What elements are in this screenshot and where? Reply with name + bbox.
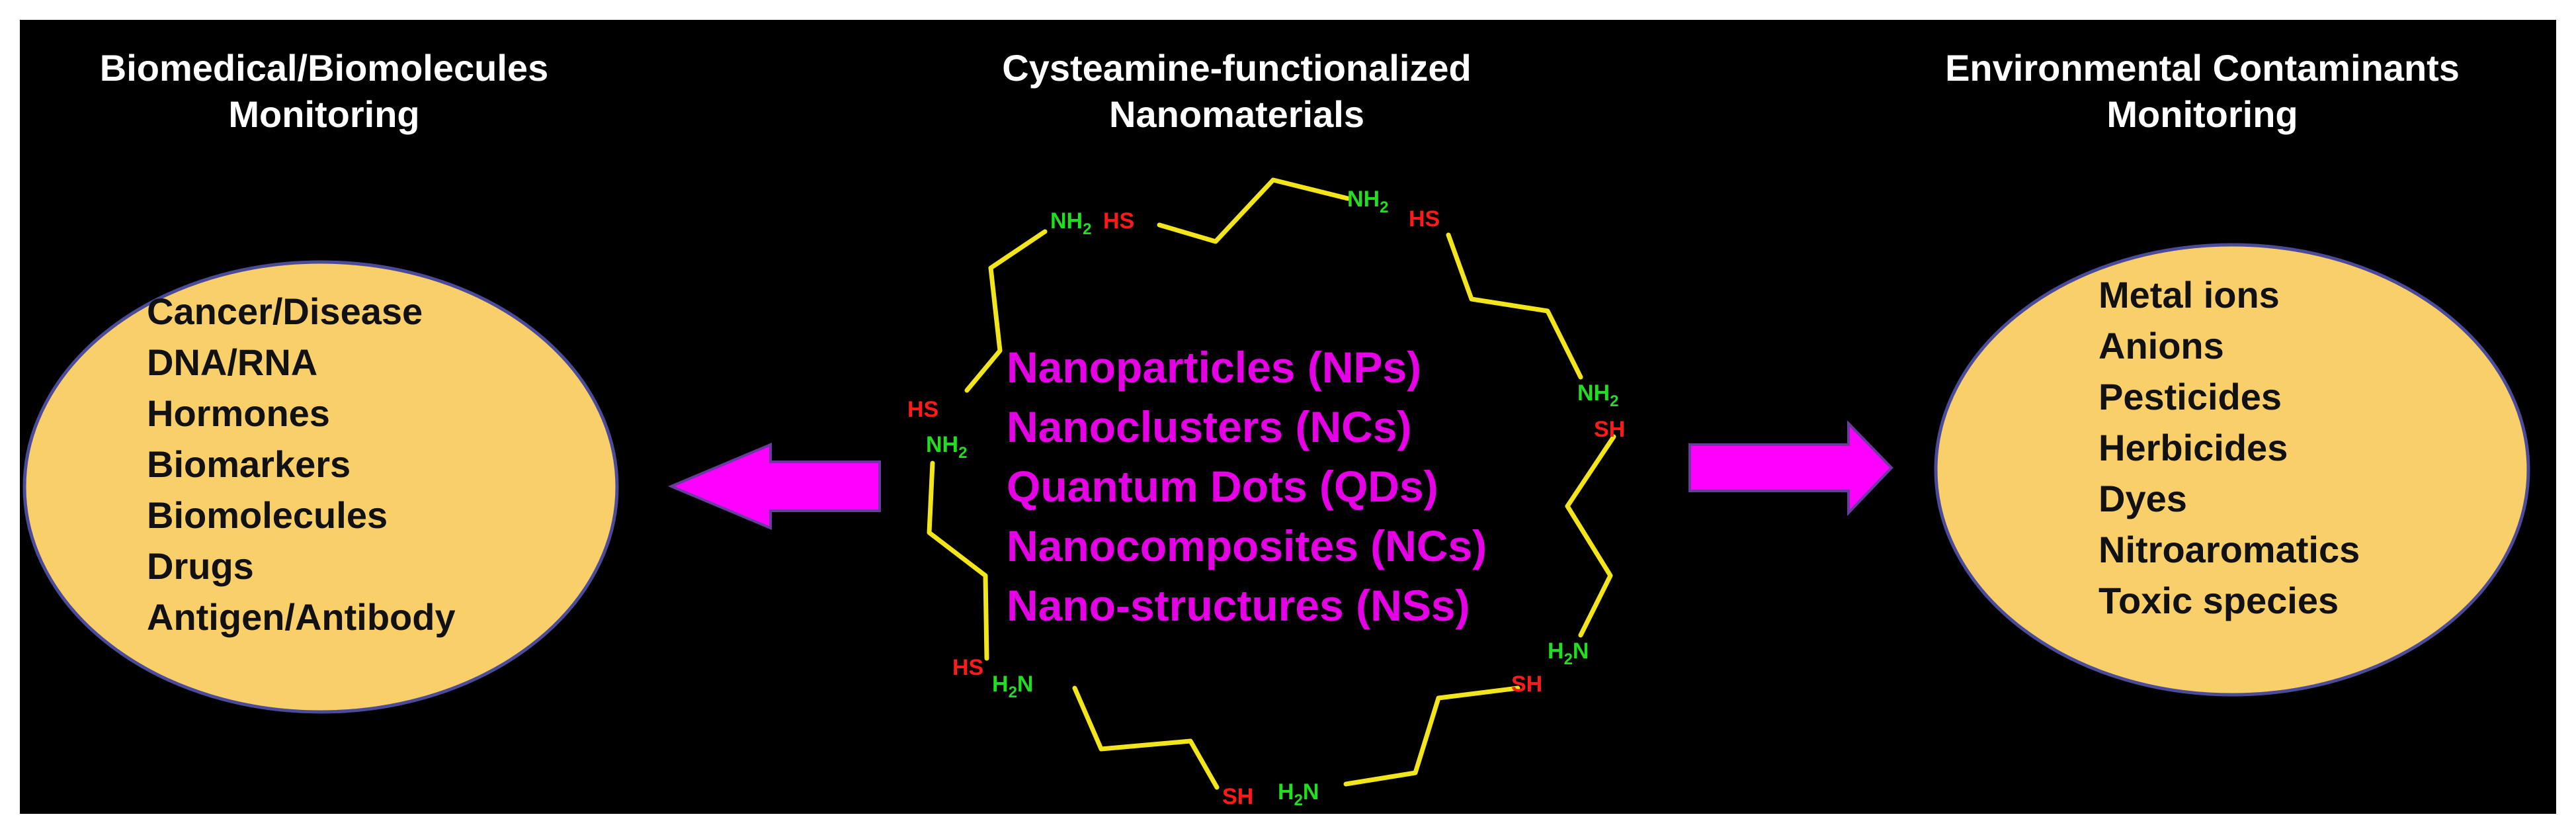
thiol-label: SH: [1511, 672, 1542, 697]
amine-label: NH2: [1577, 380, 1618, 410]
nanomaterial-item: Quantum Dots (QDs): [1007, 462, 1438, 511]
functional-groups: NH2 HS NH2 HS NH2 SH HS NH2 H2N SH HS H2…: [907, 187, 1625, 809]
amine-label: H2N: [1278, 779, 1319, 809]
center-heading-line-2: Nanomaterials: [1109, 93, 1364, 135]
thiol-label: SH: [1222, 784, 1253, 809]
right-list-item: Metal ions: [2098, 274, 2280, 316]
left-list-item: DNA/RNA: [147, 341, 317, 383]
right-heading-line-1: Environmental Contaminants: [1945, 47, 2460, 89]
right-list-item: Toxic species: [2098, 580, 2339, 621]
chain-bottom-right: [1343, 685, 1520, 787]
left-arrow: [667, 442, 881, 531]
amine-label: H2N: [992, 672, 1033, 701]
chain-right: [1565, 434, 1616, 638]
right-ellipse: [1934, 243, 2530, 697]
nanomaterial-item: Nanoclusters (NCs): [1007, 402, 1411, 451]
left-heading-line-2: Monitoring: [228, 93, 420, 135]
thiol-label: HS: [1409, 206, 1440, 232]
thiol-label: SH: [1594, 417, 1625, 442]
left-list-item: Biomarkers: [147, 443, 351, 485]
amine-label: NH2: [1347, 187, 1388, 216]
right-heading-line-2: Monitoring: [2106, 93, 2298, 135]
amine-label: NH2: [926, 432, 967, 462]
right-heading: Environmental Contaminants Monitoring: [1898, 45, 2507, 138]
nanomaterial-list: Nanoparticles (NPs) Nanoclusters (NCs) Q…: [1007, 343, 1487, 630]
left-list-item: Antigen/Antibody: [147, 596, 456, 638]
chain-top-right: [1446, 232, 1583, 380]
thiol-label: HS: [1103, 208, 1134, 234]
nanomaterial-item: Nanoparticles (NPs): [1007, 343, 1421, 392]
chain-top: [1157, 177, 1350, 244]
amine-label: H2N: [1548, 638, 1589, 668]
chain-bottom: [1072, 685, 1220, 790]
nanomaterial-item: Nano-structures (NSs): [1007, 581, 1470, 630]
right-list-item: Pesticides: [2098, 376, 2282, 418]
left-list-item: Drugs: [147, 545, 254, 587]
right-list: Metal ions Anions Pesticides Herbicides …: [2098, 274, 2360, 621]
amine-label: NH2: [1050, 208, 1091, 238]
chain-top-left: [964, 229, 1048, 393]
left-heading: Biomedical/Biomolecules Monitoring: [40, 45, 608, 138]
nanomaterial-item: Nanocomposites (NCs): [1007, 521, 1487, 570]
right-list-item: Anions: [2098, 325, 2224, 367]
left-ellipse: [22, 260, 619, 714]
right-list-item: Dyes: [2098, 478, 2187, 519]
right-list-item: Nitroaromatics: [2098, 529, 2360, 570]
left-heading-line-1: Biomedical/Biomolecules: [99, 47, 549, 89]
right-arrow: [1688, 420, 1893, 516]
right-list-item: Herbicides: [2098, 427, 2288, 468]
thiol-label: HS: [952, 655, 983, 680]
left-list-item: Biomolecules: [147, 494, 388, 536]
left-list-item: Cancer/Disease: [147, 290, 423, 332]
left-list-item: Hormones: [147, 392, 330, 434]
thiol-label: HS: [907, 397, 938, 422]
center-heading: Cysteamine-functionalized Nanomaterials: [952, 45, 1521, 138]
cysteamine-chains: [927, 177, 1616, 790]
center-heading-line-1: Cysteamine-functionalized: [1002, 47, 1472, 89]
chain-left: [927, 461, 989, 661]
left-list: Cancer/Disease DNA/RNA Hormones Biomarke…: [147, 290, 456, 638]
